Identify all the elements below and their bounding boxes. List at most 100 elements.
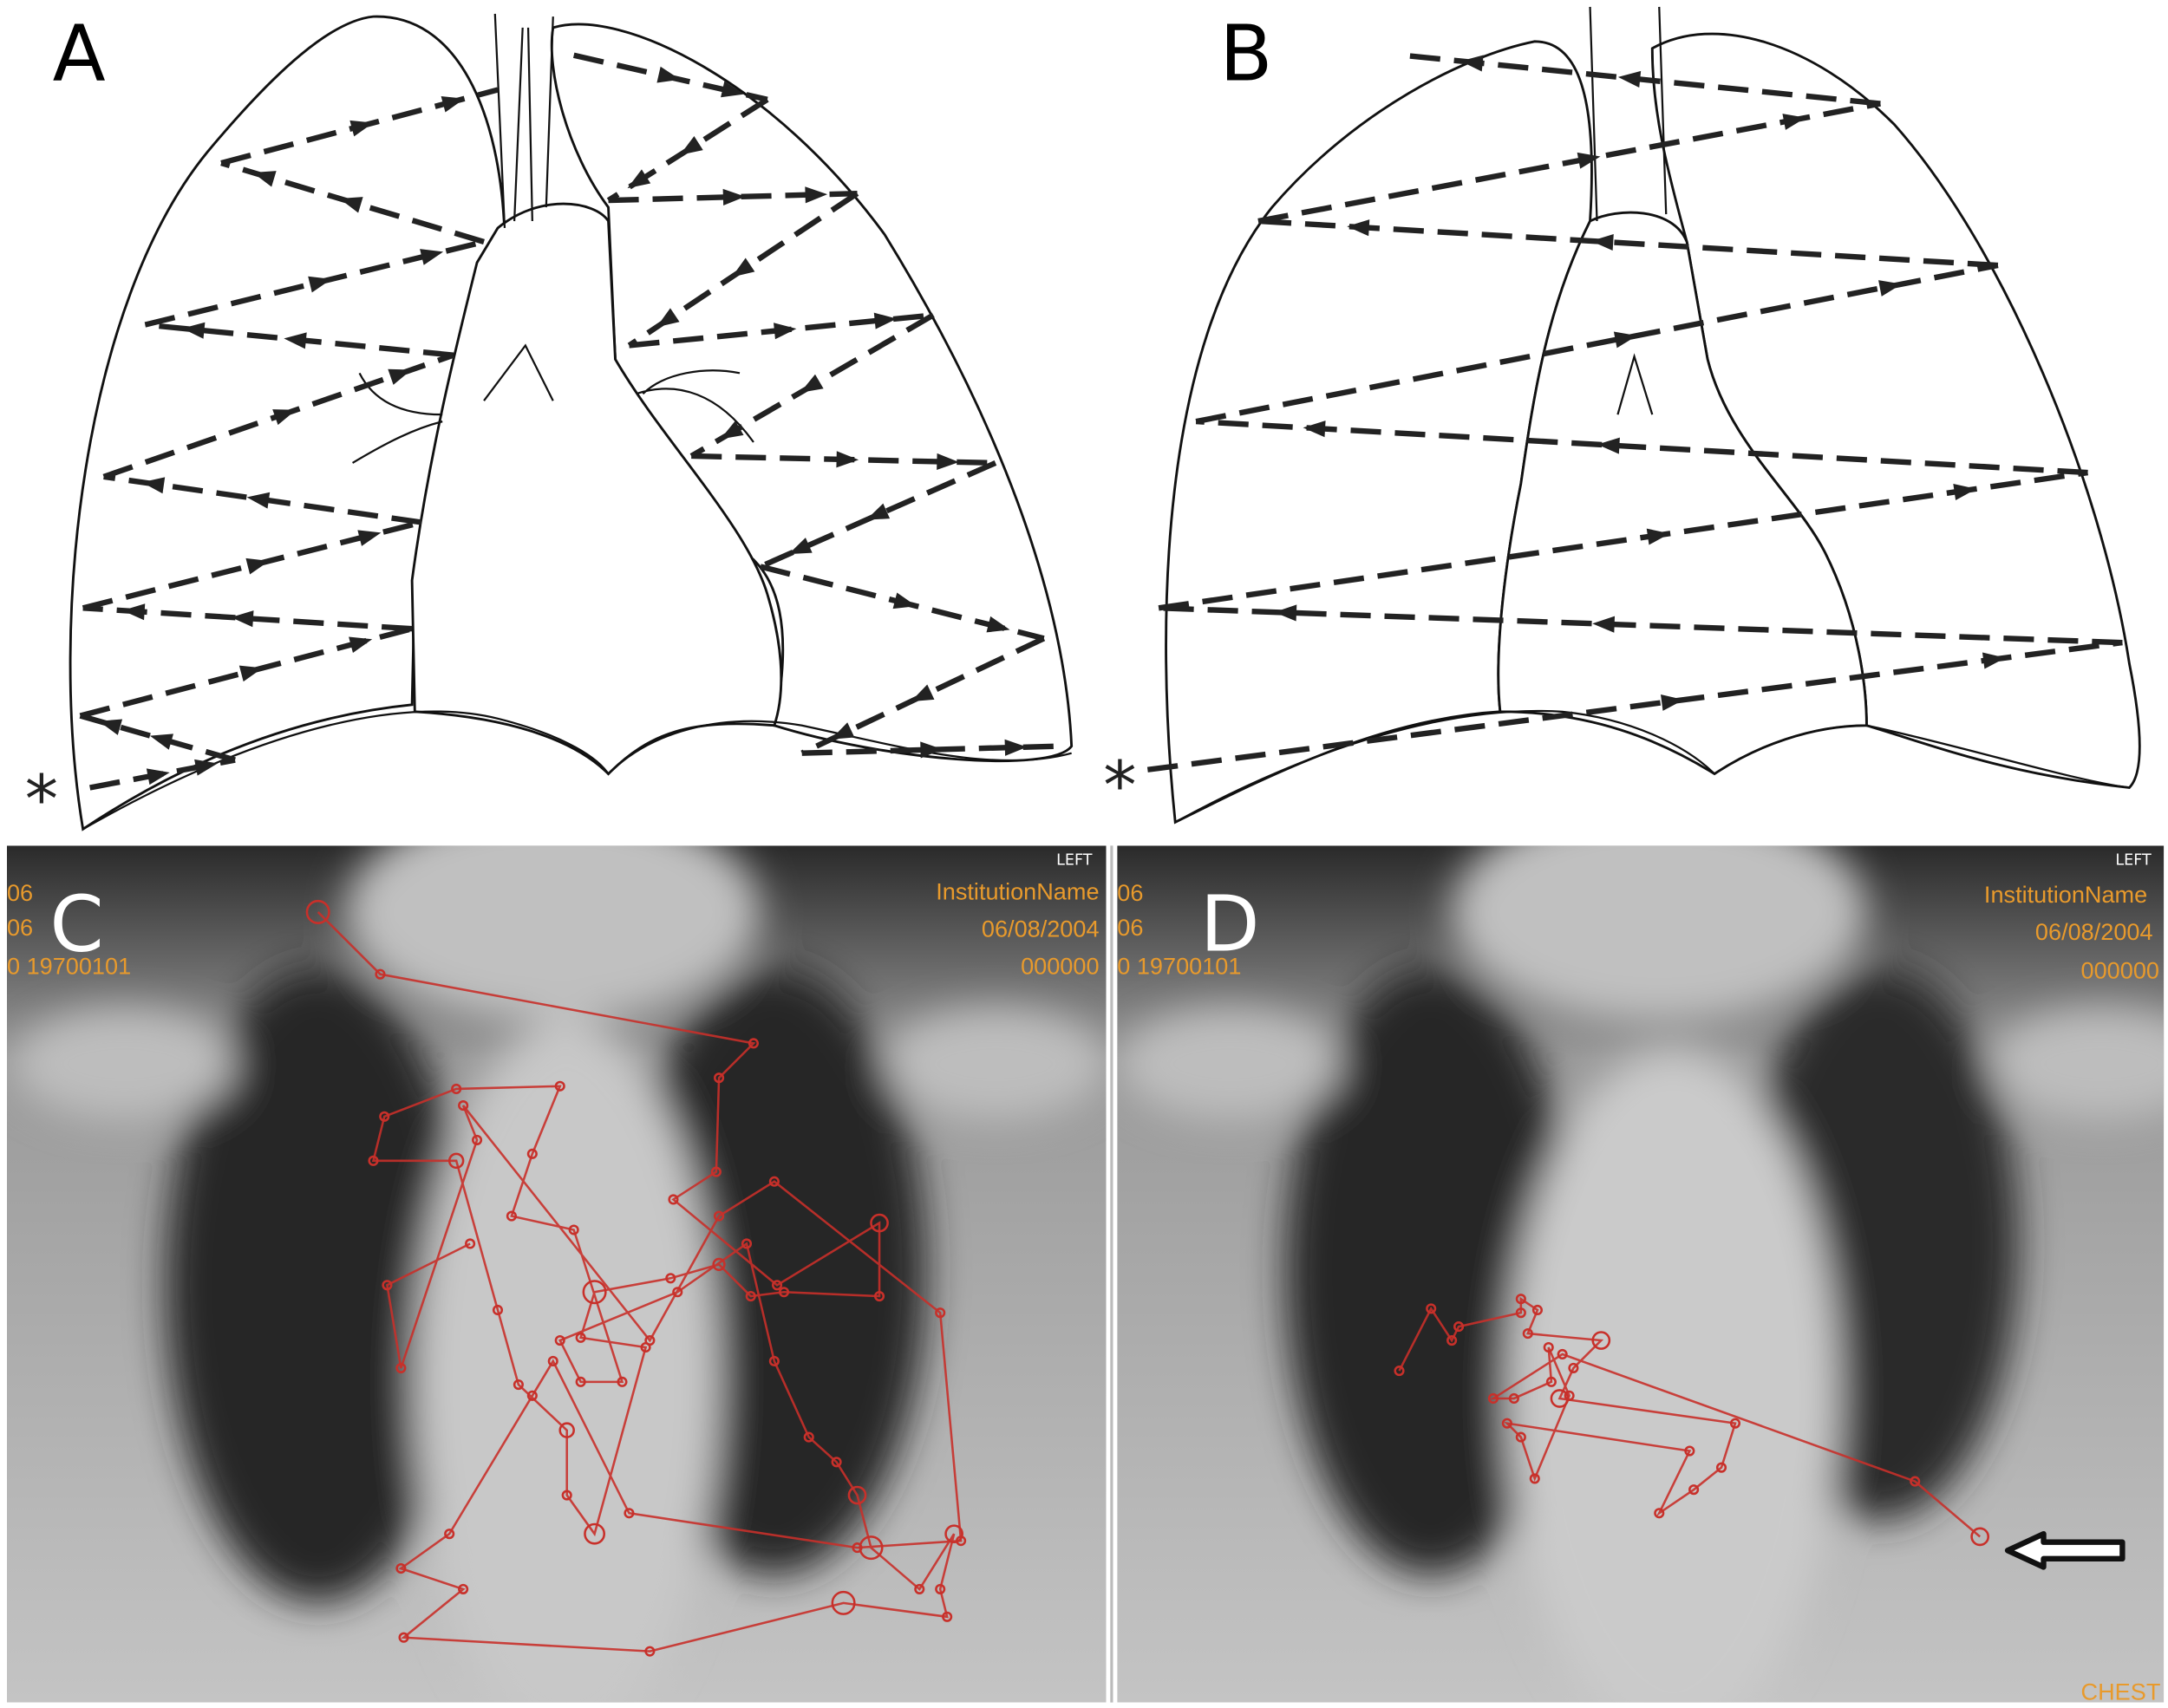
fixation-point xyxy=(513,1379,524,1391)
fixation-point xyxy=(1684,1445,1695,1457)
fixation-point xyxy=(710,1166,722,1177)
arrowhead-icon xyxy=(805,186,828,204)
panel-a: A * xyxy=(25,9,1074,838)
arrowhead-icon xyxy=(911,684,935,702)
fixation-point xyxy=(1501,1418,1512,1429)
arrowhead-icon xyxy=(680,136,703,155)
fixation-point xyxy=(714,1210,725,1222)
fixation-point xyxy=(778,1287,790,1298)
arrowhead-icon xyxy=(149,733,173,750)
arrowhead-icon xyxy=(722,188,746,205)
fixation-point xyxy=(465,1238,476,1249)
overlay-line: 0 19700101 xyxy=(1117,953,1241,980)
overlay-line: 06 xyxy=(7,914,33,941)
fixation-point xyxy=(644,1334,656,1346)
fixation-point xyxy=(712,1257,726,1272)
arrowhead-icon xyxy=(1661,694,1684,711)
arrowhead-icon xyxy=(252,171,277,187)
side-marker: LEFT xyxy=(2115,852,2152,870)
fixation-point xyxy=(395,1362,407,1373)
arrowhead-icon xyxy=(339,197,363,213)
fixation-point xyxy=(568,1224,579,1235)
arrowhead-icon xyxy=(656,308,680,328)
fixation-point xyxy=(382,1280,393,1291)
overlay-line: 06 xyxy=(7,879,33,906)
patient-id: 000000 xyxy=(2081,956,2159,983)
arrowhead-icon xyxy=(1577,152,1601,169)
fixation-point xyxy=(771,1280,783,1291)
dicom-overlay-left: 06 06 0 19700101 xyxy=(1117,879,1241,979)
scan-direction-line xyxy=(1195,418,2088,476)
dicom-overlay-left: 06 06 0 19700101 xyxy=(7,879,131,979)
panel-label-c: C xyxy=(49,880,103,970)
arrowhead-icon xyxy=(1953,484,1976,500)
arrowhead-icon xyxy=(146,768,170,786)
fixation-point xyxy=(582,1280,607,1305)
fixation-point xyxy=(942,1611,953,1622)
arrowhead-icon xyxy=(656,66,681,83)
fixation-point xyxy=(575,1376,586,1387)
scanpath-c xyxy=(305,899,967,1657)
fixation-point xyxy=(1453,1321,1465,1333)
side-marker: LEFT xyxy=(1056,852,1093,870)
fixation-point xyxy=(492,1304,504,1316)
arrowhead-icon xyxy=(920,741,943,759)
fixation-point xyxy=(1688,1484,1700,1496)
fixation-point xyxy=(1729,1418,1741,1429)
fixation-point xyxy=(1545,1376,1557,1387)
fixation-point xyxy=(305,899,330,924)
institution-name: InstitutionName xyxy=(1984,881,2147,908)
fixation-point xyxy=(672,1287,683,1298)
panel-label-b: B xyxy=(1219,9,1272,99)
scan-arrows-a xyxy=(79,52,1058,791)
scan-direction-line xyxy=(1158,605,2123,646)
fixation-point xyxy=(944,1524,963,1544)
arrowhead-icon xyxy=(98,719,123,735)
arrowhead-icon xyxy=(1982,652,2006,669)
fixation-point xyxy=(748,1038,759,1049)
scan-direction-line xyxy=(1257,101,1881,225)
fixation-point xyxy=(1515,1431,1526,1443)
scan-arrows-b xyxy=(1146,52,2123,773)
arrowhead-icon xyxy=(182,322,206,339)
institution-name: InstitutionName xyxy=(936,878,1099,905)
overlay-line: 0 19700101 xyxy=(7,953,131,980)
arrowhead-icon xyxy=(1303,420,1326,438)
arrowhead-icon xyxy=(441,96,465,113)
arrow-icon xyxy=(2004,1530,2126,1570)
fixation-point xyxy=(526,1148,538,1159)
arrowhead-icon xyxy=(731,258,755,277)
heart-outline xyxy=(410,202,783,776)
study-date: 06/08/2004 xyxy=(982,916,1100,942)
arrowhead-icon xyxy=(284,332,307,349)
fixation-point xyxy=(1487,1392,1499,1405)
fixation-point xyxy=(859,1535,884,1561)
fixation-point xyxy=(1715,1462,1727,1473)
arrowhead-icon xyxy=(720,420,744,440)
arrowhead-icon xyxy=(245,557,270,575)
scan-direction-line xyxy=(1402,52,1881,107)
scan-direction-line xyxy=(1257,218,1999,269)
arrowhead-icon xyxy=(1592,616,1616,633)
fixation-point xyxy=(526,1390,538,1401)
scan-direction-line xyxy=(1146,639,2123,773)
arrowhead-icon xyxy=(873,312,898,329)
arrowhead-icon xyxy=(122,603,146,621)
trachea xyxy=(1589,6,1668,415)
fixation-point xyxy=(803,1431,814,1443)
fixation-point xyxy=(472,1134,483,1145)
fixation-point xyxy=(1515,1307,1526,1319)
arrowhead-icon xyxy=(627,169,651,189)
arrowhead-icon xyxy=(1782,114,1806,130)
diaphragm xyxy=(1174,709,2130,824)
scan-direction-line xyxy=(1158,469,2088,611)
arrowhead-icon xyxy=(1617,70,1642,88)
fixation-point xyxy=(768,1176,780,1187)
fixation-point xyxy=(547,1355,558,1367)
arrowhead-icon xyxy=(388,368,412,385)
arrowhead-icon xyxy=(721,81,745,98)
panel-d: 06 06 0 19700101 InstitutionName 06/08/2… xyxy=(1117,845,2165,1703)
fixation-point xyxy=(1564,1390,1575,1401)
fixation-point xyxy=(668,1194,679,1205)
